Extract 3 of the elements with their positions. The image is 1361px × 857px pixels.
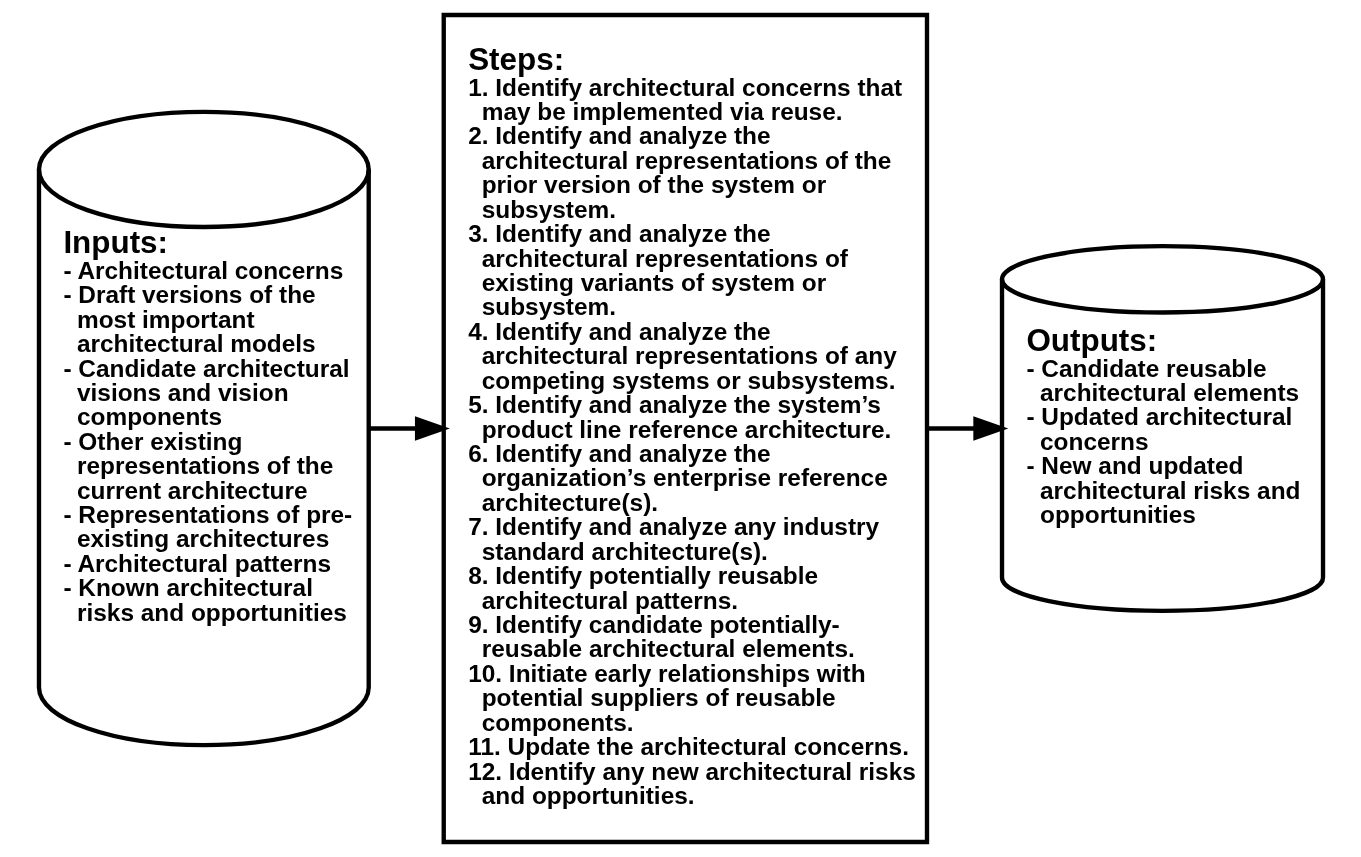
arrow <box>368 416 450 441</box>
arrow <box>926 416 1008 441</box>
node-box: Steps: 1. Identify architectural concerns that may be implemented via reuse. 2. Identify and analyze the architectural representations of the prior version of the system or subsystem. 3. Identify and analyze the architectural representations of existing variants of system or subsystem. 4. Identify and analyze the architectural representations of any competing systems or subsystems. 5. Identify and analyze the system’s product line reference architecture. 6. Identify and analyze the organization’s enterprise reference architecture(s). 7. Identify and analyze any industry standard architecture(s). 8. Identify potentially reusable architectural patterns. 9. Identify candidate potentially-reusable architectural elements. 10. Initiate early relationships with potential suppliers of reusable components. 11. Update the architectural concerns. 12. Identify any new architectural risks and opportunities. <box>441 12 929 845</box>
